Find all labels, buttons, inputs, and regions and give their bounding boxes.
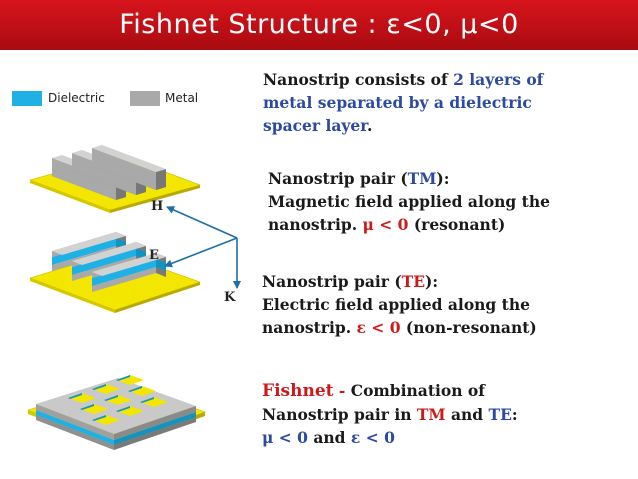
nanostrip-line-1: Nanostrip consists of 2 layers of	[263, 70, 544, 89]
metal-swatch	[130, 91, 160, 106]
tm-nanostrip-structure	[29, 145, 201, 213]
te-line-2: Electric field applied along the	[262, 295, 530, 314]
te-pair-description: Nanostrip pair (TE): Electric field appl…	[262, 270, 537, 339]
fishnet-hole	[92, 415, 120, 425]
fishnet-line-2: Nanostrip pair in TM and TE:	[262, 405, 518, 424]
tm-line-1: Nanostrip pair (TM):	[268, 169, 450, 188]
te-line-1: Nanostrip pair (TE):	[262, 272, 439, 291]
fishnet-top	[36, 378, 196, 434]
fishnet-hole	[80, 404, 108, 414]
fishnet-hole	[140, 397, 168, 407]
tm-line-3: nanostrip. μ < 0 (resonant)	[268, 215, 506, 234]
te-substrate-edge-right	[115, 282, 200, 313]
tm-substrate-edge-front	[30, 180, 110, 213]
te-nanostrip-structure	[29, 232, 201, 313]
h-axis-label: H	[151, 199, 164, 214]
dielectric-label: Dielectric	[48, 91, 105, 105]
tm-substrate-edge-right	[110, 185, 200, 213]
e-field-arrow	[164, 237, 238, 268]
e-axis-label: E	[149, 248, 159, 263]
dielectric-swatch	[12, 91, 42, 106]
te-line-3: nanostrip. ε < 0 (non-resonant)	[262, 318, 537, 337]
k-axis-label: K	[224, 290, 236, 305]
fishnet-hole	[116, 375, 144, 385]
nanostrip-line-3: spacer layer.	[263, 116, 373, 135]
fishnet-hole	[92, 384, 120, 394]
fishnet-structure	[27, 375, 206, 450]
h-field-arrow	[166, 206, 238, 239]
tm-pair-description: Nanostrip pair (TM): Magnetic field appl…	[268, 167, 550, 236]
field-axes	[164, 206, 241, 289]
fishnet-line-3: μ < 0 and ε < 0	[262, 428, 395, 447]
te-substrate-edge-front	[30, 278, 115, 313]
fishnet-hole	[68, 393, 96, 403]
fishnet-description: Fishnet - Combination of Nanostrip pair …	[262, 379, 518, 449]
nanostrip-line-2: metal separated by a dielectric	[263, 93, 532, 112]
nanostrip-description: Nanostrip consists of 2 layers of metal …	[263, 68, 543, 137]
tm-line-2: Magnetic field applied along the	[268, 192, 550, 211]
title-bar	[0, 0, 638, 50]
fishnet-hole	[104, 395, 132, 405]
te-strip	[92, 253, 166, 292]
fishnet-hole	[116, 406, 144, 416]
fishnet-hole	[128, 386, 156, 396]
fishnet-line-1: Fishnet - Combination of	[262, 381, 485, 401]
slide-title: Fishnet Structure : ε<0, μ<0	[119, 9, 519, 40]
metal-label: Metal	[165, 91, 199, 105]
tm-strip	[92, 145, 166, 190]
